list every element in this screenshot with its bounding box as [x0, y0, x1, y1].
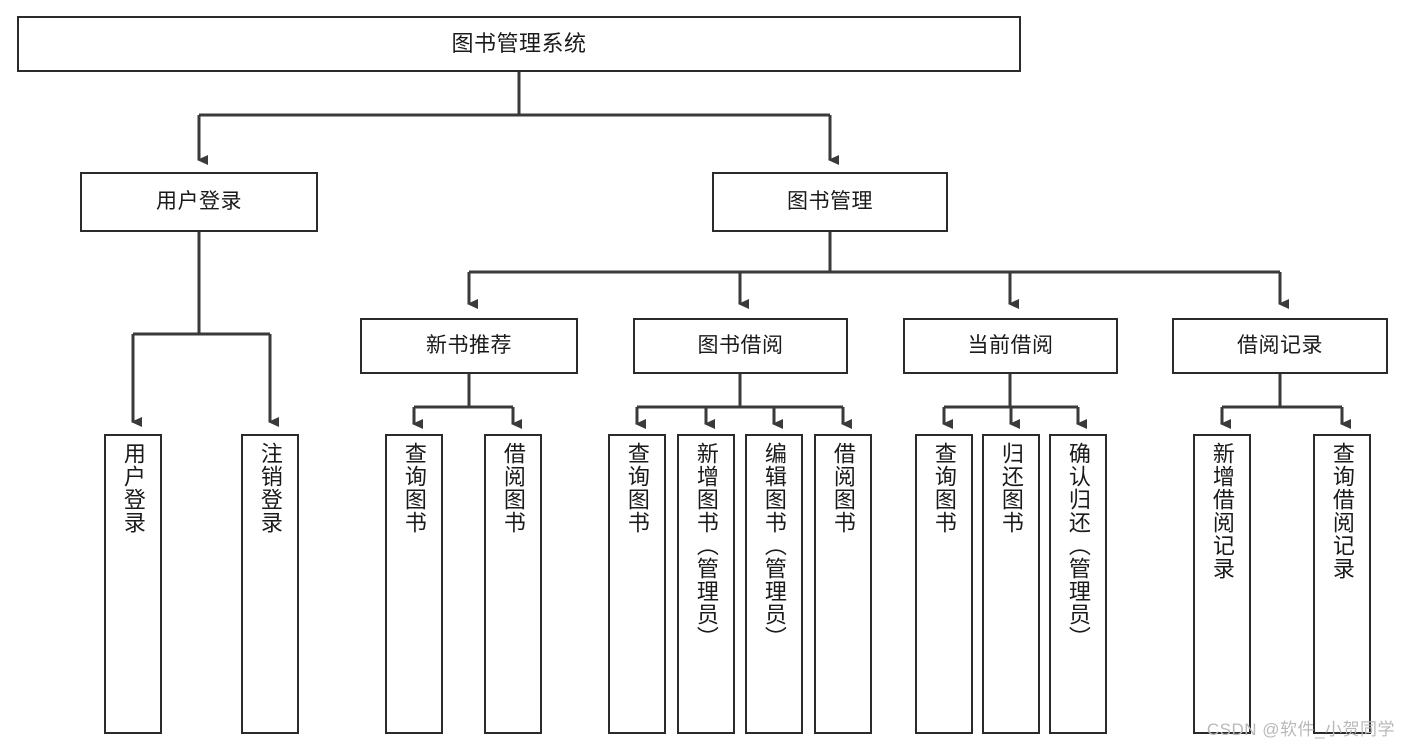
node-leaf-confirm-return-label: 确认归还（管理员）	[1065, 442, 1091, 649]
node-leaf-query-record-label: 查询借阅记录	[1329, 442, 1355, 580]
node-borrow-record-label: 借阅记录	[1237, 333, 1323, 357]
node-leaf-add-book-label: 新增图书（管理员）	[693, 442, 719, 649]
node-leaf-query-book-2-label: 查询图书	[624, 442, 650, 534]
node-current-borrow-label: 当前借阅	[967, 333, 1054, 357]
node-root-book-management-system[interactable]: 图书管理系统	[17, 16, 1021, 72]
node-leaf-add-record[interactable]: 新增借阅记录	[1193, 434, 1251, 734]
node-leaf-edit-book-label: 编辑图书（管理员）	[761, 442, 787, 649]
node-leaf-user-login-label: 用户登录	[120, 442, 146, 534]
node-leaf-add-book[interactable]: 新增图书（管理员）	[677, 434, 735, 734]
node-leaf-logout-login-label: 注销登录	[257, 442, 283, 534]
node-leaf-borrow-book-2-label: 借阅图书	[830, 442, 856, 534]
node-leaf-logout-login[interactable]: 注销登录	[241, 434, 299, 734]
node-leaf-query-book-2[interactable]: 查询图书	[608, 434, 666, 734]
node-leaf-query-book-3-label: 查询图书	[931, 442, 957, 534]
node-leaf-confirm-return[interactable]: 确认归还（管理员）	[1049, 434, 1107, 734]
node-leaf-add-record-label: 新增借阅记录	[1209, 442, 1235, 580]
node-leaf-query-book-1[interactable]: 查询图书	[385, 434, 443, 734]
node-user-login[interactable]: 用户登录	[80, 172, 318, 232]
node-leaf-user-login[interactable]: 用户登录	[104, 434, 162, 734]
node-leaf-return-book-label: 归还图书	[998, 442, 1024, 534]
node-borrow-record[interactable]: 借阅记录	[1172, 318, 1388, 374]
node-leaf-edit-book[interactable]: 编辑图书（管理员）	[745, 434, 803, 734]
node-leaf-query-record[interactable]: 查询借阅记录	[1313, 434, 1371, 734]
node-leaf-query-book-1-label: 查询图书	[401, 442, 427, 534]
node-leaf-borrow-book-2[interactable]: 借阅图书	[814, 434, 872, 734]
node-book-management[interactable]: 图书管理	[712, 172, 948, 232]
node-new-book-recommend-label: 新书推荐	[426, 333, 512, 357]
node-book-management-label: 图书管理	[787, 189, 873, 213]
node-user-login-label: 用户登录	[156, 189, 242, 213]
node-leaf-query-book-3[interactable]: 查询图书	[915, 434, 973, 734]
node-book-borrow-label: 图书借阅	[697, 333, 784, 357]
node-book-borrow[interactable]: 图书借阅	[633, 318, 848, 374]
node-new-book-recommend[interactable]: 新书推荐	[360, 318, 578, 374]
node-leaf-borrow-book-1-label: 借阅图书	[500, 442, 526, 534]
node-leaf-return-book[interactable]: 归还图书	[982, 434, 1040, 734]
node-root-label: 图书管理系统	[451, 31, 587, 57]
node-current-borrow[interactable]: 当前借阅	[903, 318, 1118, 374]
node-leaf-borrow-book-1[interactable]: 借阅图书	[484, 434, 542, 734]
